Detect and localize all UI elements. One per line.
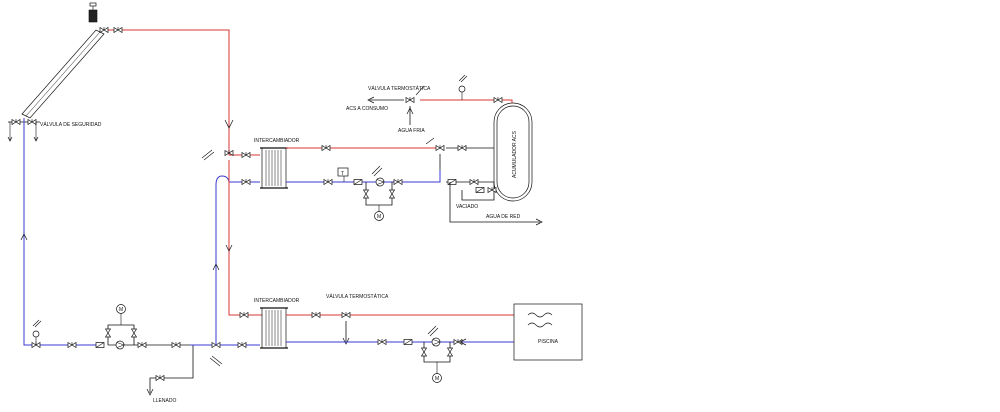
temp-label-1: T	[341, 171, 344, 177]
down-arrow-icon	[225, 244, 233, 252]
heat-exchanger-2	[259, 307, 289, 349]
exchanger-1-label: INTERCAMBIADOR	[254, 138, 300, 144]
left-arrow-icon	[367, 96, 375, 104]
fill-label: LLENADO	[153, 398, 176, 404]
safety-valve-label: VÁLVULA DE SEGURIDAD	[40, 121, 102, 128]
collector-outlet-valve	[99, 26, 109, 33]
safety-valve-group: VÁLVULA DE SEGURIDAD	[7, 118, 102, 142]
exchanger-2-label: INTERCAMBIADOR	[254, 298, 300, 304]
up-arrow-icon	[20, 233, 28, 241]
cold-water-label: AGUA FRIA	[398, 128, 425, 134]
motor-label-3: M	[435, 376, 439, 382]
thermostatic-valve-2-label: VÁLVULA TERMOSTÁTICA	[326, 293, 389, 300]
three-way-valve-4	[405, 96, 415, 103]
secondary-pump	[375, 177, 385, 187]
mains-water-label: AGUA DE RED	[486, 214, 521, 220]
temp-sensor-2	[458, 74, 468, 101]
thermostatic-valve-1-label: VÁLVULA TERMOSTÁTICA	[368, 85, 431, 92]
dhw-consumption-label: ACS A CONSUMO	[346, 106, 388, 112]
fill-line: LLENADO	[146, 345, 194, 404]
solar-collector	[21, 2, 105, 119]
dhw-accumulator: ACUMULADOR ACS	[493, 102, 533, 202]
accumulator-label: ACUMULADOR ACS	[512, 130, 518, 178]
pool-label: PISCINA	[538, 339, 559, 345]
drain-and-mains-group: VACIADO AGUA DE RED	[446, 178, 543, 226]
three-way-valve-5	[341, 311, 351, 318]
pool-pump	[431, 337, 441, 347]
drain-label: VACIADO	[456, 204, 478, 210]
temp-sensor-1	[32, 319, 42, 346]
motor-label-2: M	[377, 214, 381, 220]
collector-pump-group: M	[105, 304, 190, 350]
flow-arrow-icon	[224, 119, 234, 129]
up-arrow-icon-2	[212, 263, 220, 271]
three-way-valve-3	[435, 144, 445, 151]
pool: PISCINA	[513, 303, 583, 361]
motor-label-1: M	[119, 307, 123, 313]
heat-exchanger-1	[259, 147, 289, 189]
collector-hot-valve	[113, 26, 123, 33]
